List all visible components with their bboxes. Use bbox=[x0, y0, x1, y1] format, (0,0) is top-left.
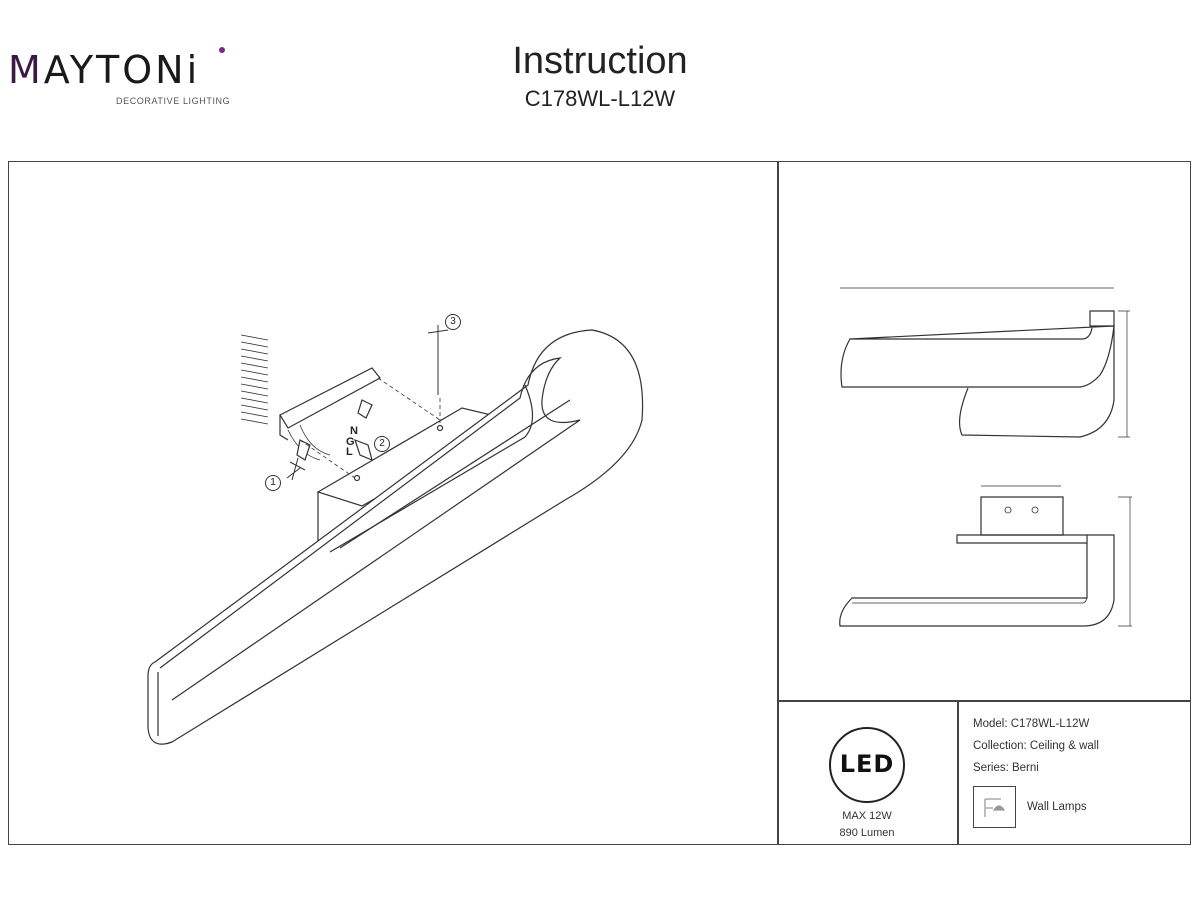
wire-label-n: N bbox=[350, 425, 358, 437]
max-power: MAX 12W bbox=[842, 810, 892, 822]
wire-label-g: G bbox=[346, 436, 355, 448]
step-number-2: 2 bbox=[374, 436, 390, 452]
model-info: Model: C178WL-L12W bbox=[973, 718, 1090, 730]
logo-letters: AYTONi bbox=[43, 48, 201, 92]
led-badge: LED bbox=[829, 727, 905, 803]
lumen-output: 890 Lumen bbox=[839, 827, 895, 839]
collection-info: Collection: Ceiling & wall bbox=[973, 740, 1099, 752]
drawing-frame bbox=[8, 161, 1191, 845]
logo-wordmark: MAYTONi bbox=[8, 50, 200, 90]
category-label: Wall Lamps bbox=[1027, 801, 1087, 813]
series-info: Series: Berni bbox=[973, 762, 1039, 774]
top-view-drawing bbox=[839, 485, 1132, 627]
step-number-1: 1 bbox=[265, 475, 281, 491]
side-view-drawing bbox=[840, 287, 1130, 438]
wall-hatch bbox=[240, 334, 269, 425]
lamp-isometric-drawing bbox=[147, 329, 644, 745]
logo-letter-m: M bbox=[8, 48, 44, 92]
divider bbox=[957, 700, 959, 845]
page-title: Instruction bbox=[512, 40, 688, 82]
model-code: C178WL-L12W bbox=[524, 86, 676, 111]
divider bbox=[777, 161, 779, 845]
category-icon-box bbox=[973, 786, 1016, 828]
wire-label-l: L bbox=[346, 446, 353, 458]
wall-lamp-icon bbox=[984, 798, 1006, 817]
brand-logo: MAYTONi DECORATIVE LIGHTING bbox=[8, 47, 230, 106]
step-number-3: 3 bbox=[445, 314, 461, 330]
logo-dot bbox=[219, 47, 225, 53]
logo-tagline: DECORATIVE LIGHTING bbox=[116, 96, 231, 106]
mounting-bracket bbox=[279, 325, 449, 482]
divider bbox=[777, 700, 1191, 702]
